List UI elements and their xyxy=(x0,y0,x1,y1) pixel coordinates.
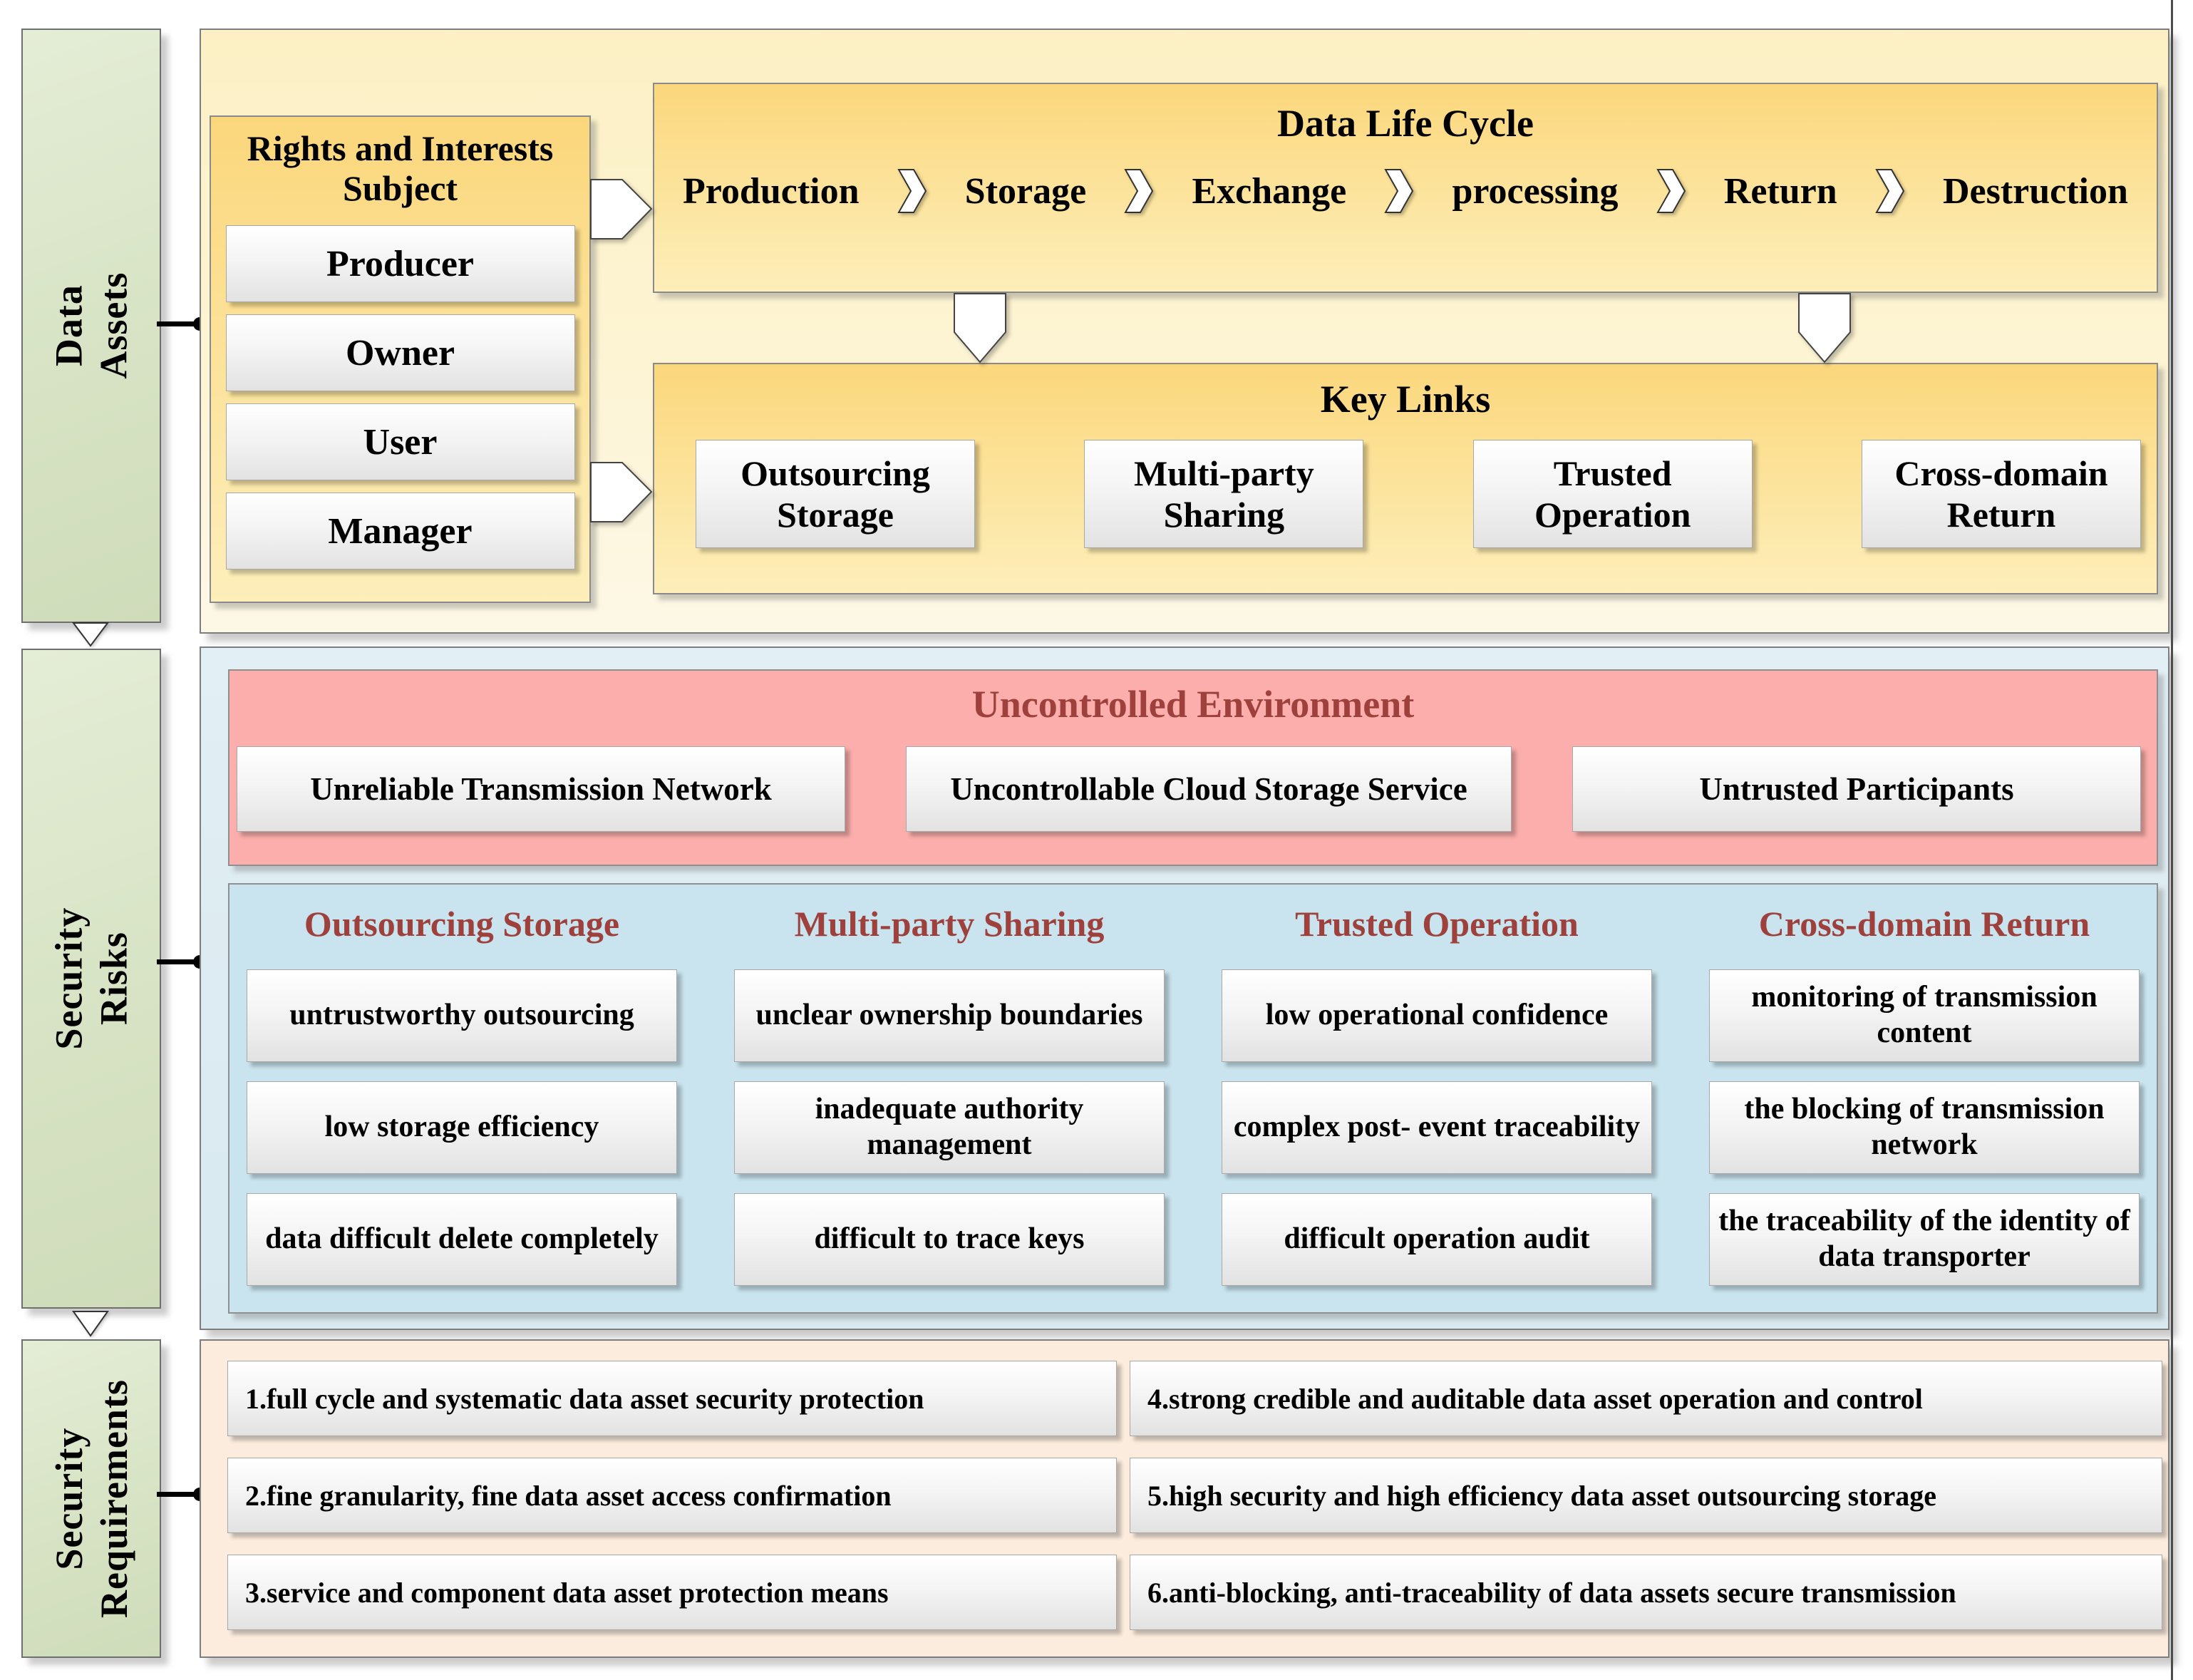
sidebar-label-line: Assets xyxy=(92,272,135,379)
risk-item: monitoring of transmission content xyxy=(1709,969,2140,1062)
sidebar-data-assets: Data Assets xyxy=(21,29,161,623)
uncontrolled-environment-panel: Uncontrolled Environment Unreliable Tran… xyxy=(228,669,2158,866)
connector-line xyxy=(157,321,195,326)
down-triangle-icon xyxy=(72,622,109,647)
risk-item: untrustworthy outsourcing xyxy=(247,969,677,1062)
requirement-item-3: 3.service and component data asset prote… xyxy=(227,1555,1117,1630)
requirement-item-6: 6.anti-blocking, anti-traceability of da… xyxy=(1130,1555,2162,1630)
risk-item: difficult operation audit xyxy=(1222,1193,1652,1286)
flow-chevron-icon xyxy=(1875,169,1904,213)
risk-column-header: Outsourcing Storage xyxy=(304,904,620,944)
rights-subject-title-line2: Subject xyxy=(342,168,458,208)
stage-destruction: Destruction xyxy=(1942,170,2128,212)
flow-chevron-icon xyxy=(897,169,927,213)
rights-subject-members: Producer Owner User Manager xyxy=(211,225,589,570)
requirements-left-column: 1.full cycle and systematic data asset s… xyxy=(227,1361,1117,1630)
requirements-right-column: 4.strong credible and auditable data ass… xyxy=(1130,1361,2162,1630)
risk-item: unclear ownership boundaries xyxy=(734,969,1165,1062)
key-links-panel: Key Links Outsourcing Storage Multi-part… xyxy=(653,363,2158,594)
figure-right-border xyxy=(2171,0,2173,1680)
sidebar-label-line: Security xyxy=(47,1427,91,1570)
sidebar-label-line: Requirements xyxy=(92,1379,135,1618)
risk-item: difficult to trace keys xyxy=(734,1193,1165,1286)
sidebar-label-line: Data xyxy=(47,284,91,367)
data-life-cycle-panel: Data Life Cycle Production Storage Excha… xyxy=(653,83,2158,293)
sidebar-data-assets-label: Data Assets xyxy=(46,272,135,379)
risk-item: the traceability of the identity of data… xyxy=(1709,1193,2140,1286)
risk-item: the blocking of transmission network xyxy=(1709,1081,2140,1174)
sidebar-label-line: Risks xyxy=(92,932,135,1026)
security-requirements-section: 1.full cycle and systematic data asset s… xyxy=(200,1339,2169,1658)
sidebar-security-risks-label: Security Risks xyxy=(46,907,135,1050)
key-link-cross-domain-return: Cross-domain Return xyxy=(1861,440,2141,548)
requirement-item-5: 5.high security and high efficiency data… xyxy=(1130,1458,2162,1533)
data-life-cycle-title: Data Life Cycle xyxy=(1277,102,1534,145)
risk-item: low storage efficiency xyxy=(247,1081,677,1174)
down-arrow-icon xyxy=(1798,293,1851,364)
security-risks-section: Uncontrolled Environment Unreliable Tran… xyxy=(200,646,2169,1330)
env-factor-network: Unreliable Transmission Network xyxy=(237,746,845,832)
key-links-items: Outsourcing Storage Multi-party Sharing … xyxy=(654,440,2157,548)
risk-columns-panel: Outsourcing Storage Multi-party Sharing … xyxy=(228,883,2158,1314)
requirement-item-4: 4.strong credible and auditable data ass… xyxy=(1130,1361,2162,1436)
sidebar-security-requirements-label: Security Requirements xyxy=(46,1379,135,1618)
key-links-title: Key Links xyxy=(1320,378,1491,421)
uncontrolled-environment-title: Uncontrolled Environment xyxy=(971,683,1415,726)
data-assets-section: Rights and Interests Subject Producer Ow… xyxy=(200,29,2169,634)
environment-factors: Unreliable Transmission Network Uncontro… xyxy=(229,746,2157,832)
stage-exchange: Exchange xyxy=(1192,170,1347,212)
env-factor-participants: Untrusted Participants xyxy=(1572,746,2141,832)
member-box-user: User xyxy=(225,403,575,480)
connector-line xyxy=(157,959,195,964)
stage-return: Return xyxy=(1723,170,1837,212)
down-arrow-icon xyxy=(954,293,1006,364)
key-link-multi-party-sharing: Multi-party Sharing xyxy=(1084,440,1364,548)
risk-grid: Outsourcing Storage Multi-party Sharing … xyxy=(229,885,2157,1286)
requirement-item-1: 1.full cycle and systematic data asset s… xyxy=(227,1361,1117,1436)
member-box-manager: Manager xyxy=(225,493,575,570)
sidebar-label-line: Security xyxy=(47,907,91,1050)
key-link-outsourcing-storage: Outsourcing Storage xyxy=(696,440,975,548)
life-cycle-stages: Production Storage Exchange processing R… xyxy=(654,168,2157,214)
right-arrow-icon xyxy=(590,179,653,239)
sidebar-security-risks: Security Risks xyxy=(21,649,161,1309)
risk-item: complex post- event traceability xyxy=(1222,1081,1652,1174)
rights-subject-title: Rights and Interests Subject xyxy=(211,117,589,208)
risk-item: inadequate authority management xyxy=(734,1081,1165,1174)
risk-item: low operational confidence xyxy=(1222,969,1652,1062)
requirement-item-2: 2.fine granularity, fine data asset acce… xyxy=(227,1458,1117,1533)
connector-line xyxy=(157,1492,195,1497)
key-link-trusted-operation: Trusted Operation xyxy=(1472,440,1753,548)
env-factor-cloud-storage: Uncontrollable Cloud Storage Service xyxy=(906,746,1512,832)
stage-production: Production xyxy=(683,170,860,212)
stage-processing: processing xyxy=(1452,170,1619,212)
rights-and-interests-subject-panel: Rights and Interests Subject Producer Ow… xyxy=(210,115,591,603)
sidebar-security-requirements: Security Requirements xyxy=(21,1339,161,1658)
right-arrow-icon xyxy=(590,462,653,522)
member-box-owner: Owner xyxy=(225,314,575,391)
down-triangle-icon xyxy=(72,1311,109,1337)
flow-chevron-icon xyxy=(1656,169,1686,213)
flow-chevron-icon xyxy=(1384,169,1414,213)
flow-chevron-icon xyxy=(1124,169,1154,213)
rights-subject-title-line1: Rights and Interests xyxy=(247,128,554,168)
member-box-producer: Producer xyxy=(225,225,575,302)
risk-item: data difficult delete completely xyxy=(247,1193,677,1286)
risk-column-header: Trusted Operation xyxy=(1295,904,1579,944)
risk-column-header: Cross-domain Return xyxy=(1758,904,2090,944)
risk-column-header: Multi-party Sharing xyxy=(794,904,1105,944)
stage-storage: Storage xyxy=(964,170,1087,212)
